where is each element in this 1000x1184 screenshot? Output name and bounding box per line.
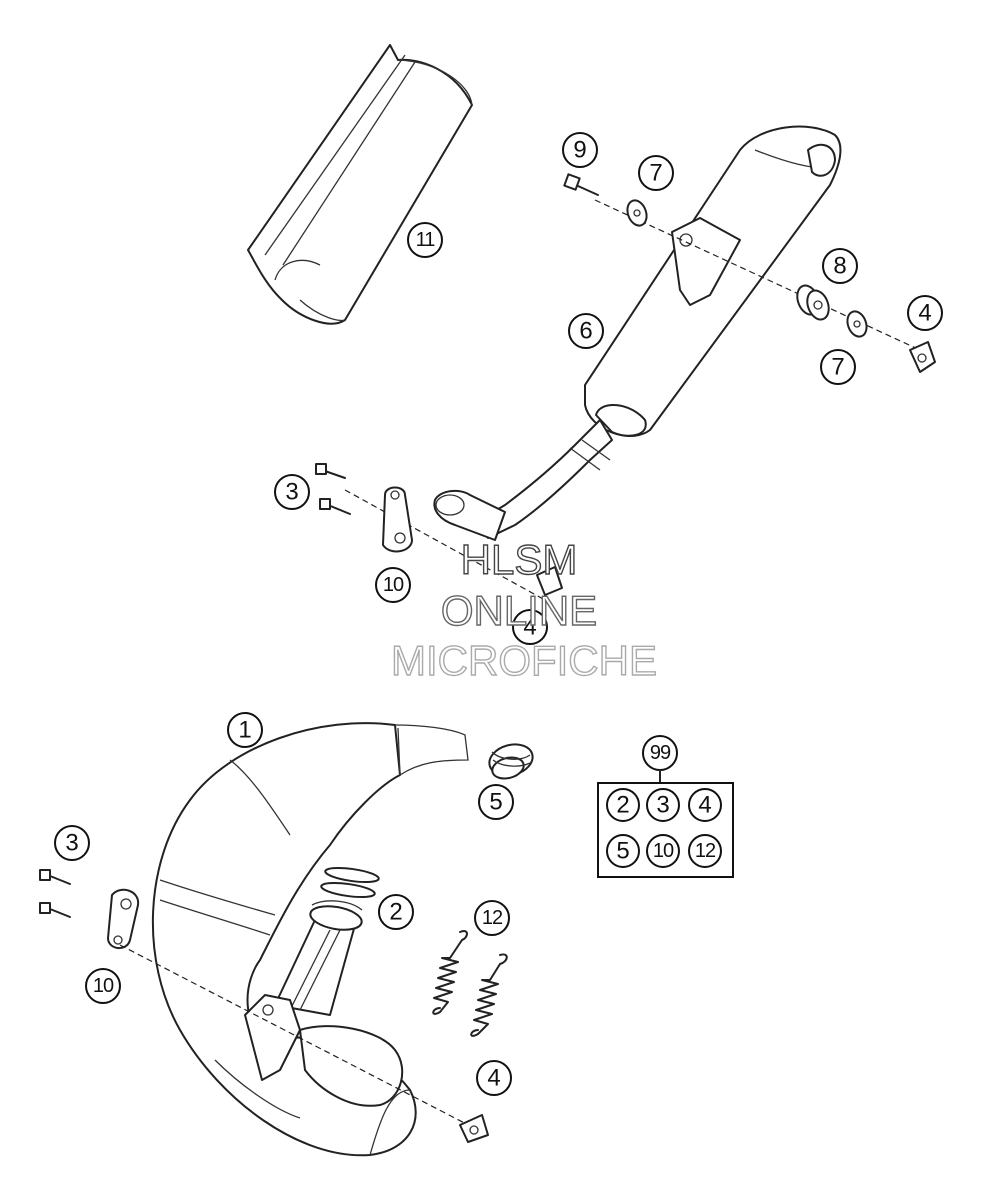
kit-item-4-label: 4 xyxy=(698,792,711,819)
kit-item-10: 10 xyxy=(646,834,680,868)
callout-1: 1 xyxy=(227,712,263,748)
kit-99-group: 99 2 3 4 5 10 12 xyxy=(597,735,734,878)
part-1-expansion-chamber xyxy=(151,722,469,1157)
callout-4-bottom-label: 4 xyxy=(487,1065,500,1092)
callout-3-bottom: 3 xyxy=(54,825,90,861)
callout-8: 8 xyxy=(822,248,858,284)
callout-7-lower-label: 7 xyxy=(831,354,844,381)
kit-item-10-label: 10 xyxy=(653,840,674,862)
callout-4-middle-label: 4 xyxy=(523,614,536,641)
part-4-clip-middle xyxy=(536,566,563,596)
kit-item-5: 5 xyxy=(606,834,640,868)
callout-4-top-right-label: 4 xyxy=(918,300,931,327)
callout-7-lower: 7 xyxy=(820,349,856,385)
part-8-grommet xyxy=(796,284,830,321)
callout-5: 5 xyxy=(478,784,514,820)
callout-8-label: 8 xyxy=(833,253,846,280)
callout-2: 2 xyxy=(378,894,414,930)
callout-10-top-label: 10 xyxy=(383,574,404,596)
part-6-silencer xyxy=(433,125,842,541)
part-9-bolt xyxy=(563,173,599,196)
part-2-seals xyxy=(320,866,380,899)
kit-item-5-label: 5 xyxy=(616,838,629,865)
callout-99-label: 99 xyxy=(650,742,671,764)
part-10-bracket-top xyxy=(382,486,413,553)
part-7-washer-upper xyxy=(626,199,648,227)
assembly-axis-bottom xyxy=(119,944,479,1131)
watermark: HLSM ONLINE MICROFICHE xyxy=(390,535,657,684)
callout-5-label: 5 xyxy=(489,789,502,816)
part-4-nut-top xyxy=(909,341,936,373)
callout-3-top: 3 xyxy=(274,474,310,510)
part-3-bolts-top xyxy=(315,463,351,515)
callout-10-bottom-label: 10 xyxy=(93,975,114,997)
kit-item-3-label: 3 xyxy=(656,792,669,819)
callout-4-middle: 4 xyxy=(512,609,548,645)
watermark-line-3: MICROFICHE xyxy=(391,637,657,684)
assembly-axis-mid xyxy=(344,489,546,601)
part-12-springs xyxy=(432,930,508,1037)
callout-7-upper-label: 7 xyxy=(649,160,662,187)
callout-6-label: 6 xyxy=(579,318,592,345)
kit-item-12-label: 12 xyxy=(695,840,716,862)
watermark-line-1: HLSM xyxy=(461,536,578,583)
callout-11-label: 11 xyxy=(416,229,436,251)
kit-item-12: 12 xyxy=(688,834,722,868)
callout-1-label: 1 xyxy=(238,717,251,744)
callout-12-label: 12 xyxy=(482,907,503,929)
callout-12: 12 xyxy=(474,900,510,936)
kit-item-2: 2 xyxy=(606,788,640,822)
callout-9: 9 xyxy=(562,132,598,168)
callout-10-bottom: 10 xyxy=(85,968,121,1004)
callout-11: 11 xyxy=(407,222,443,258)
part-7-washer-lower xyxy=(846,310,868,338)
part-5-spring-ring xyxy=(488,743,534,780)
part-4-clip-bottom xyxy=(459,1114,489,1143)
callout-7-upper: 7 xyxy=(638,155,674,191)
watermark-line-2: ONLINE xyxy=(441,587,597,634)
kit-item-4: 4 xyxy=(688,788,722,822)
callout-3-bottom-label: 3 xyxy=(65,830,78,857)
callout-3-top-label: 3 xyxy=(285,479,298,506)
part-3-bolts-bottom xyxy=(39,869,71,918)
callout-2-label: 2 xyxy=(389,899,402,926)
callout-6: 6 xyxy=(568,313,604,349)
kit-item-3: 3 xyxy=(646,788,680,822)
callout-9-label: 9 xyxy=(573,137,586,164)
kit-item-2-label: 2 xyxy=(616,792,629,819)
callout-10-top: 10 xyxy=(375,567,411,603)
callout-4-top-right: 4 xyxy=(907,295,943,331)
part-11-sleeve xyxy=(247,44,473,325)
callout-4-bottom: 4 xyxy=(476,1060,512,1096)
part-10-bracket-bottom xyxy=(107,888,140,949)
